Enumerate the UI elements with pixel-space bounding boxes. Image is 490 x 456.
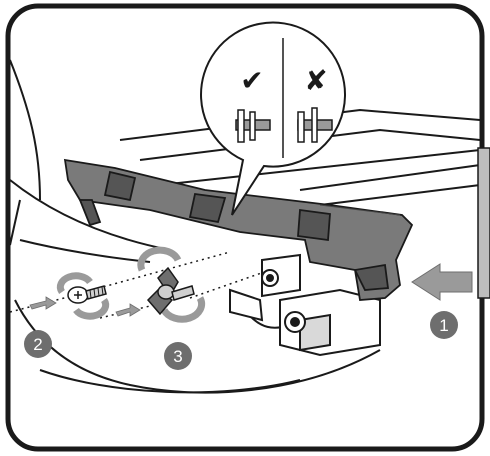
screw [56, 272, 110, 320]
correct-fit-icon [235, 109, 271, 143]
mounting-post [229, 253, 381, 357]
cross-mark-icon: ✘ [304, 64, 327, 97]
check-mark-icon: ✔ [240, 64, 263, 97]
step-number-1: 1 [439, 316, 448, 335]
device-body [9, 59, 481, 394]
step-badge-3: 3 [164, 342, 192, 370]
step-badge-2: 2 [24, 330, 52, 358]
screw-arrows [29, 296, 141, 317]
wrong-fit-icon [297, 107, 333, 143]
callout-bubble [200, 21, 347, 216]
wing-nut [137, 246, 206, 323]
step-number-3: 3 [173, 347, 182, 366]
grey-bracket [63, 158, 414, 301]
push-arrow-1 [411, 263, 473, 301]
step-badge-1: 1 [430, 311, 458, 339]
side-tab [477, 147, 490, 299]
step-number-2: 2 [33, 335, 42, 354]
